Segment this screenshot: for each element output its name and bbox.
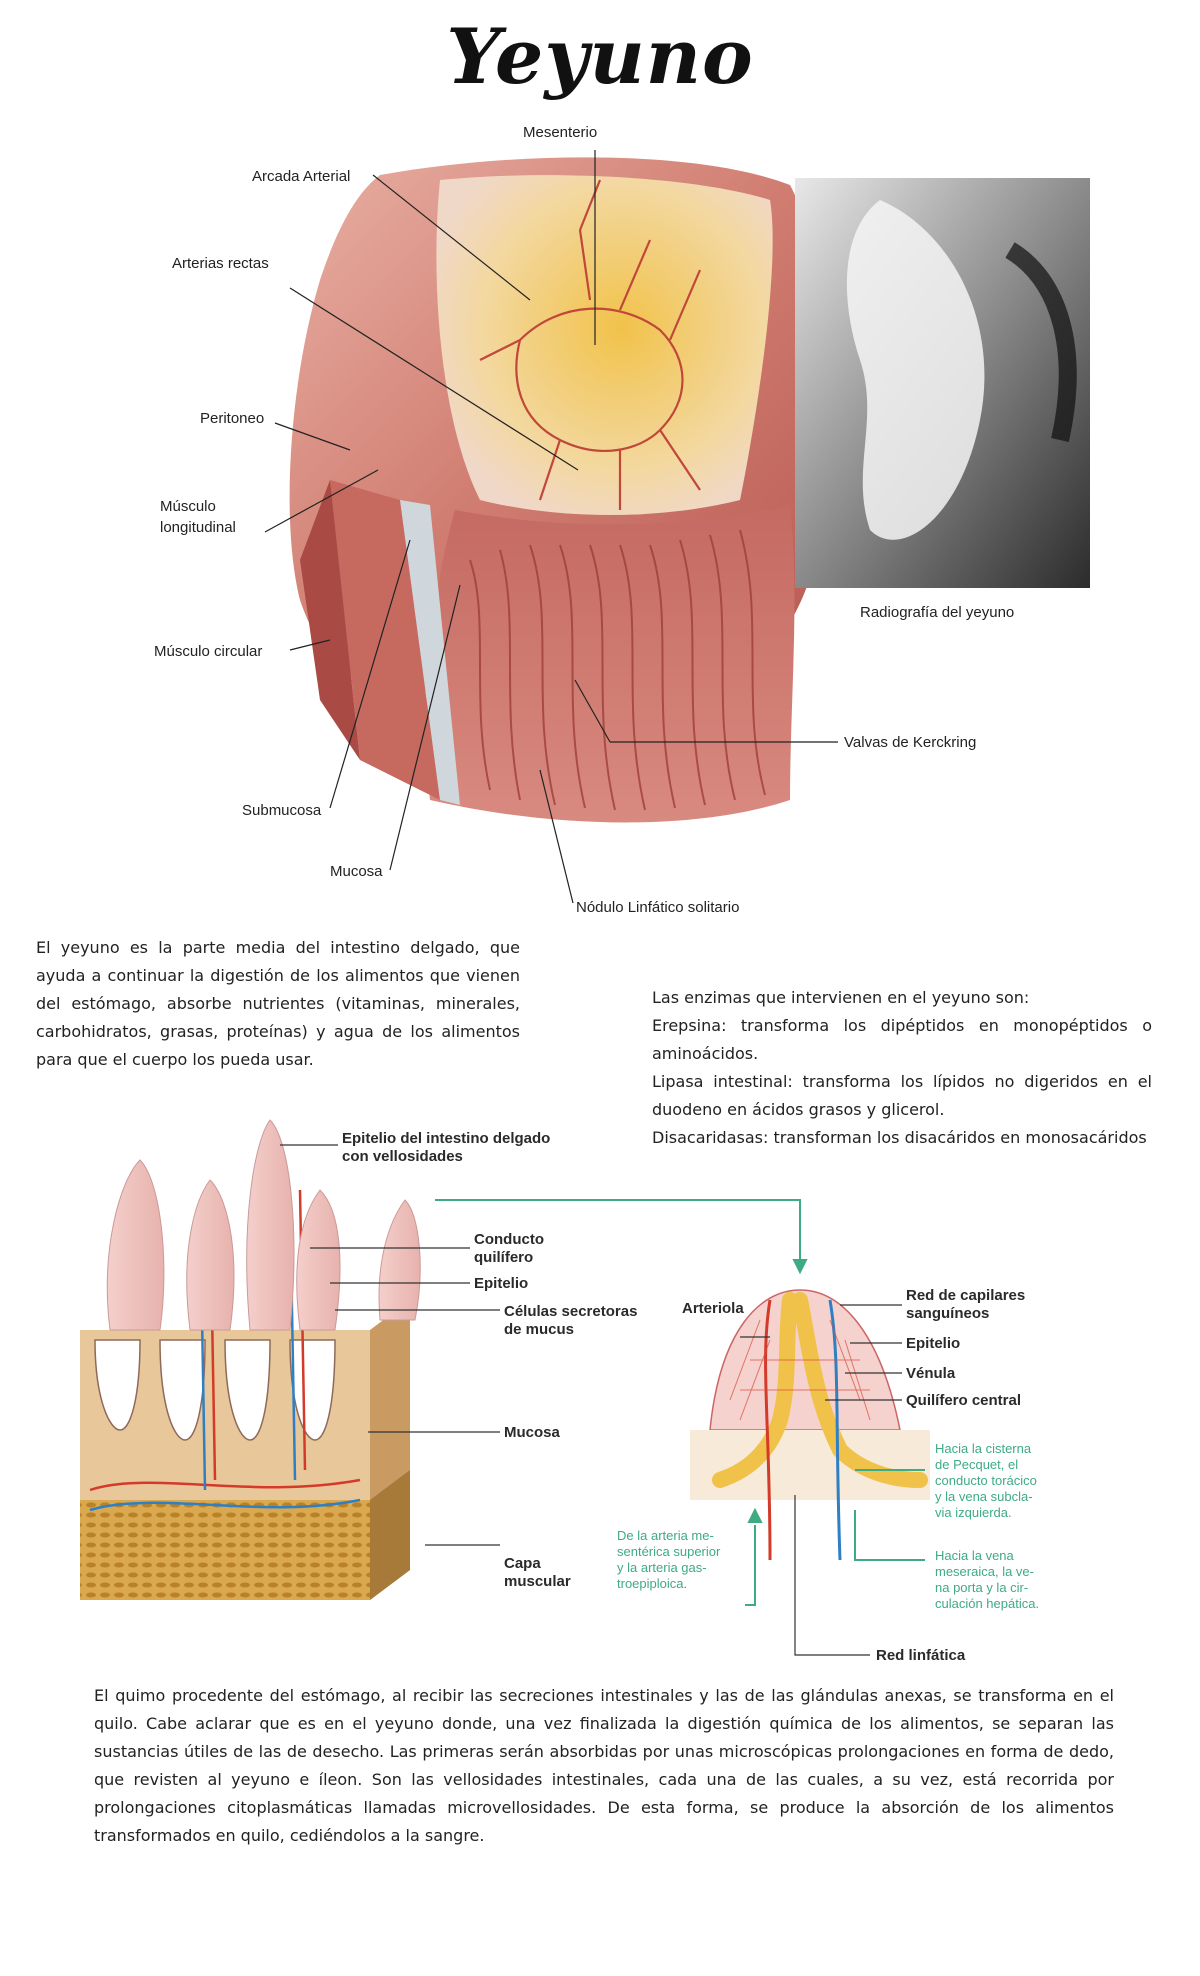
label-red-capilares-2: sanguíneos — [906, 1305, 989, 1322]
label-epitelio-left: Epitelio — [474, 1275, 528, 1292]
label-valvas-kerckring: Valvas de Kerckring — [844, 734, 976, 751]
label-musculo-circular: Músculo circular — [154, 643, 262, 660]
label-conducto-2: quilífero — [474, 1249, 533, 1266]
label-celulas-2: de mucus — [504, 1321, 574, 1338]
label-arterias-rectas: Arterias rectas — [172, 255, 269, 272]
label-hacia-cisterna-2: de Pecquet, el — [935, 1457, 1018, 1472]
leader-lines — [264, 150, 838, 904]
label-red-linfatica: Red linfática — [876, 1647, 966, 1664]
label-capa-2: muscular — [504, 1573, 571, 1590]
tissue-block — [80, 1189, 410, 1600]
intro-paragraph: El yeyuno es la parte media del intestin… — [36, 938, 520, 1069]
label-mucosa-2: Mucosa — [504, 1424, 561, 1441]
label-hacia-cisterna-4: y la vena subcla- — [935, 1489, 1033, 1504]
label-peritoneo: Peritoneo — [200, 410, 264, 427]
intestine-illustration — [289, 157, 825, 823]
label-submucosa: Submucosa — [242, 802, 322, 819]
label-red-capilares-1: Red de capilares — [906, 1287, 1025, 1304]
enzymes-intro: Las enzimas que intervienen en el yeyuno… — [652, 988, 1030, 1007]
label-arteria-1: De la arteria me- — [617, 1528, 714, 1543]
jejunum-anatomy-figure: Mesenterio Arcada Arterial Arterias rect… — [154, 124, 1090, 916]
villi — [106, 1119, 421, 1331]
label-arteria-4: troepiploica. — [617, 1576, 687, 1591]
villus-section — [690, 1289, 930, 1561]
label-hacia-vena-3: na porta y la cir- — [935, 1580, 1028, 1595]
xray-image — [795, 178, 1090, 588]
label-arteria-2: sentérica superior — [617, 1544, 721, 1559]
label-hacia-vena-4: culación hepática. — [935, 1596, 1039, 1611]
label-celulas-1: Células secretoras — [504, 1303, 637, 1320]
label-hacia-cisterna-3: conducto torácico — [935, 1473, 1037, 1488]
label-arteria-3: y la arteria gas- — [617, 1560, 707, 1575]
label-quilifero-central: Quilífero central — [906, 1392, 1021, 1409]
label-arteriola: Arteriola — [682, 1300, 744, 1317]
page-title: Yeyuno — [446, 12, 754, 101]
label-capa-1: Capa — [504, 1555, 541, 1572]
label-epitelio-right: Epitelio — [906, 1335, 960, 1352]
label-nodulo-linfatico: Nódulo Linfático solitario — [576, 899, 739, 916]
label-hacia-cisterna-1: Hacia la cisterna — [935, 1441, 1032, 1456]
label-mesenterio: Mesenterio — [523, 124, 597, 141]
label-musculo-longitudinal-2: longitudinal — [160, 519, 236, 536]
label-musculo-longitudinal-1: Músculo — [160, 498, 216, 515]
label-mucosa: Mucosa — [330, 863, 383, 880]
villi-figure: Epitelio del intestino delgado con vello… — [80, 1119, 1039, 1664]
enzyme-erepsina: Erepsina: transforma los dipéptidos en m… — [652, 1016, 1152, 1063]
label-conducto-1: Conducto — [474, 1231, 544, 1248]
label-epitelio-intestino-2: con vellosidades — [342, 1148, 463, 1165]
enzyme-disacaridasas: Disacaridasas: transforman los disacárid… — [652, 1128, 1147, 1147]
quilo-paragraph: El quimo procedente del estómago, al rec… — [94, 1686, 1114, 1845]
label-epitelio-intestino-1: Epitelio del intestino delgado — [342, 1130, 550, 1147]
label-venula: Vénula — [906, 1365, 956, 1382]
enzyme-lipasa: Lipasa intestinal: transforma los lípido… — [652, 1072, 1152, 1119]
villi-leader-lines — [280, 1144, 902, 1656]
label-hacia-cisterna-5: via izquierda. — [935, 1505, 1012, 1520]
label-hacia-vena-1: Hacia la vena — [935, 1548, 1015, 1563]
label-radiografia: Radiografía del yeyuno — [860, 604, 1014, 621]
label-hacia-vena-2: meseraica, la ve- — [935, 1564, 1034, 1579]
enzymes-block: Las enzimas que intervienen en el yeyuno… — [652, 984, 1152, 1152]
green-connectors — [435, 1199, 925, 1606]
label-arcada-arterial: Arcada Arterial — [252, 168, 350, 185]
